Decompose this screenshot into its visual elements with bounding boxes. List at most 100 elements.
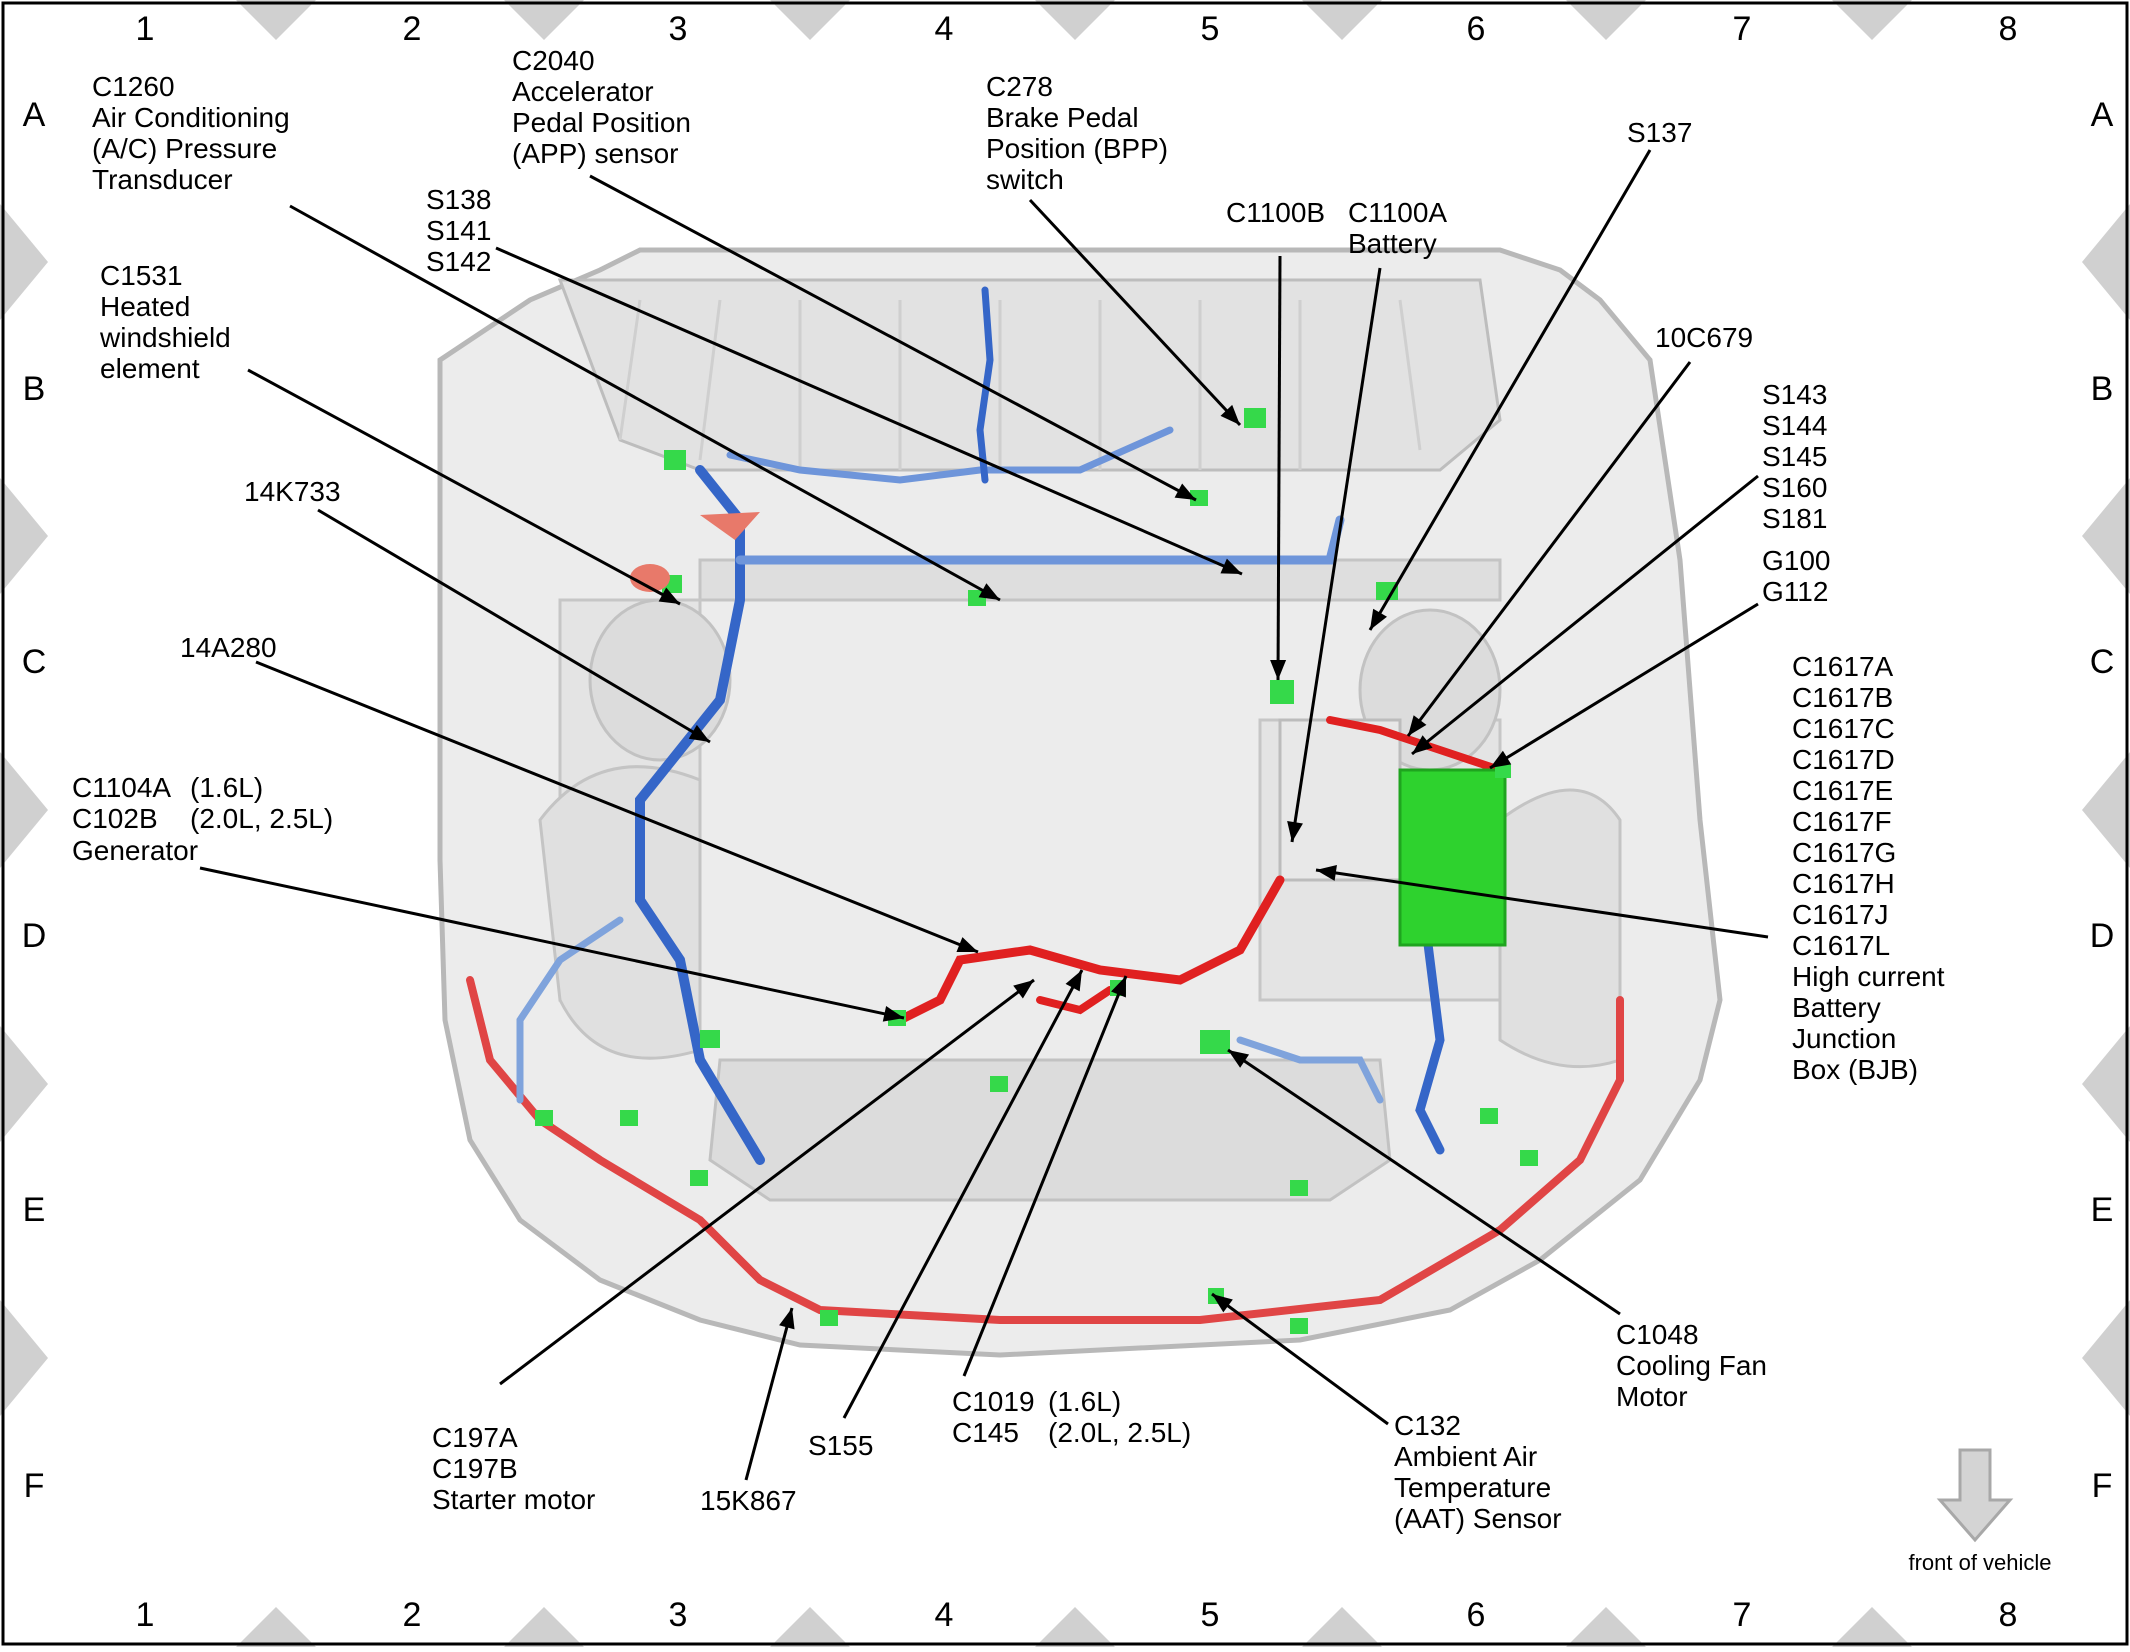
callout-line: C1100A — [1348, 197, 1447, 228]
grid-diamond — [1566, 0, 1646, 40]
callout-line: C1617D — [1792, 744, 1895, 775]
grid-row-label: F — [24, 1467, 45, 1505]
callout-15k867: 15K867 — [700, 1485, 797, 1516]
callout-line: C1617A — [1792, 651, 1894, 682]
connector — [990, 1076, 1008, 1092]
leader-line-15k867 — [744, 1307, 794, 1481]
callout-line: (2.0L, 2.5L) — [1048, 1417, 1191, 1448]
connector — [820, 1310, 838, 1326]
callout-c102b: C102B — [72, 803, 158, 834]
callout-generator: Generator — [72, 835, 198, 866]
grid-row-label: C — [22, 643, 47, 681]
leader-line-c132 — [1211, 1292, 1389, 1426]
leader-line-c1100a — [1290, 267, 1382, 843]
callout-line: (A/C) Pressure — [92, 133, 277, 164]
callout-line: C278 — [986, 71, 1053, 102]
callout-14a280: 14A280 — [180, 632, 277, 663]
callout-line: 10C679 — [1655, 322, 1753, 353]
harness-bumper-red — [466, 976, 1624, 1324]
callout-line: C145 — [952, 1417, 1019, 1448]
callout-line: S138 — [426, 184, 491, 215]
grid-column-label: 6 — [1467, 1596, 1486, 1634]
callout-line: S141 — [426, 215, 491, 246]
leader-arrowhead — [1370, 608, 1387, 630]
leader-arrowhead — [779, 1308, 795, 1330]
battery-junction-box — [1398, 768, 1507, 947]
leader-line-s137 — [1368, 149, 1652, 631]
callout-line: 15K867 — [700, 1485, 797, 1516]
right-wheelhouse — [1498, 788, 1622, 1069]
grid-diamond — [504, 1607, 584, 1647]
cooling-fan-connector — [1200, 1030, 1230, 1054]
callout-line: S181 — [1762, 503, 1827, 534]
callout-line: C102B — [72, 803, 158, 834]
callout-line: C1048 — [1616, 1319, 1699, 1350]
grid-diamond — [1035, 0, 1115, 40]
leader-line-c278 — [1028, 198, 1242, 427]
leader-line-10c679 — [1406, 361, 1692, 737]
callout-line: C1617G — [1792, 837, 1896, 868]
callout-line: S160 — [1762, 472, 1827, 503]
grid-column-label: 3 — [669, 10, 688, 48]
callout-line: C1617J — [1792, 899, 1889, 930]
callout-line: Accelerator — [512, 76, 654, 107]
callout-line: Starter motor — [432, 1484, 595, 1515]
grid-diamond — [236, 0, 316, 40]
grid-diamond — [1302, 1607, 1382, 1647]
callout-line: switch — [986, 164, 1064, 195]
callout-line: Motor — [1616, 1381, 1688, 1412]
strut-tower-left — [588, 598, 732, 762]
grid-diamond — [2082, 1026, 2130, 1142]
callout-line: C1617E — [1792, 775, 1893, 806]
callout-line: C1531 — [100, 260, 183, 291]
leader-line-c1617 — [1315, 868, 1769, 939]
harness-cowl-blue — [735, 515, 1345, 565]
grid-diamond — [0, 204, 48, 320]
callout-line: Junction — [1792, 1023, 1896, 1054]
grid-row-label: D — [22, 917, 47, 955]
grid-column-label: 6 — [1467, 10, 1486, 48]
connector — [620, 1110, 638, 1126]
grid-diamond — [0, 1300, 48, 1416]
callout-line: (1.6L) — [1048, 1386, 1121, 1417]
grid-column-label: 7 — [1733, 10, 1752, 48]
leader-arrowhead — [1174, 483, 1196, 500]
callout-line: C1260 — [92, 71, 175, 102]
callout-line: Ambient Air — [1394, 1441, 1537, 1472]
harness-app-blue — [976, 286, 994, 484]
callout-line: Temperature — [1394, 1472, 1551, 1503]
grid-column-label: 4 — [935, 10, 954, 48]
callout-line: Position (BPP) — [986, 133, 1168, 164]
callout-line: S145 — [1762, 441, 1827, 472]
grid-diamond — [1035, 1607, 1115, 1647]
callout-line: G112 — [1762, 576, 1828, 607]
callout-line: S155 — [808, 1430, 873, 1461]
connector — [1376, 582, 1398, 600]
leader-arrowhead — [1228, 1050, 1250, 1068]
grid-row-label: F — [2092, 1467, 2113, 1505]
leader-arrowhead — [1270, 659, 1287, 680]
leader-line-c1019 — [962, 975, 1128, 1377]
connector — [664, 450, 686, 470]
callout-line: C1617H — [1792, 868, 1895, 899]
callout-c1019_v: (1.6L)(2.0L, 2.5L) — [1048, 1386, 1191, 1448]
callout-line: C1100B — [1226, 197, 1325, 228]
leader-line-c197 — [499, 978, 1035, 1386]
connector — [535, 1110, 553, 1126]
connector — [1495, 764, 1511, 778]
leader-line-s138 — [495, 246, 1243, 576]
callout-c1104a: C1104A — [72, 772, 171, 803]
grid-diamond — [1832, 1607, 1912, 1647]
callout-c102b_v: (2.0L, 2.5L) — [190, 803, 333, 834]
engine-compartment-illustration — [437, 247, 1723, 1358]
leader-line-c1100b — [1276, 255, 1282, 681]
harness-starter-red — [1036, 986, 1114, 1015]
connector — [1480, 1108, 1498, 1124]
callout-line: Battery — [1792, 992, 1881, 1023]
leader-arrowhead — [1013, 980, 1034, 999]
